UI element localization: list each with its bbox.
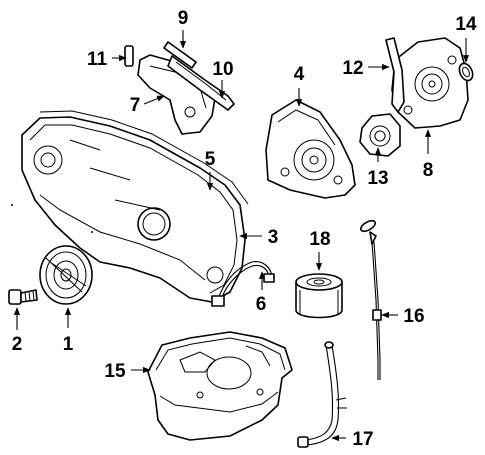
callout-3: 3 xyxy=(268,227,279,248)
cover-gasket xyxy=(39,110,249,205)
callout-5: 5 xyxy=(205,149,216,170)
callout-4: 4 xyxy=(294,64,305,85)
timing-belt-cover xyxy=(21,116,246,303)
speck xyxy=(91,231,93,233)
oil-filter xyxy=(295,273,343,319)
bolt xyxy=(8,289,38,305)
callout-1: 1 xyxy=(63,334,74,355)
rear-cover-gasket xyxy=(385,37,405,113)
leader-7 xyxy=(143,95,165,105)
dipstick-tube xyxy=(297,341,347,448)
gasket-strip xyxy=(163,41,235,111)
callout-14: 14 xyxy=(455,14,477,35)
small-seal xyxy=(458,62,474,82)
callout-2: 2 xyxy=(12,334,23,355)
speck xyxy=(11,204,13,206)
callout-16: 16 xyxy=(403,306,424,327)
seal-strip xyxy=(124,45,134,67)
crank-pulley xyxy=(39,245,93,305)
callouts: 1 2 3 4 5 6 7 8 9 10 11 12 13 14 15 16 1… xyxy=(12,8,477,450)
dipstick xyxy=(359,219,382,380)
callout-9: 9 xyxy=(178,8,189,29)
callout-13: 13 xyxy=(367,168,388,189)
callout-7: 7 xyxy=(130,95,141,116)
callout-8: 8 xyxy=(423,160,434,181)
callout-11: 11 xyxy=(87,49,108,70)
callout-10: 10 xyxy=(212,59,233,80)
callout-12: 12 xyxy=(342,58,363,79)
rear-cover-left xyxy=(265,99,356,199)
callout-15: 15 xyxy=(104,361,126,382)
callout-6: 6 xyxy=(256,294,267,315)
callout-17: 17 xyxy=(352,429,373,450)
leader-lines xyxy=(13,30,470,442)
cam-seal xyxy=(359,113,401,157)
oil-pan xyxy=(147,331,293,441)
callout-18: 18 xyxy=(309,229,330,250)
